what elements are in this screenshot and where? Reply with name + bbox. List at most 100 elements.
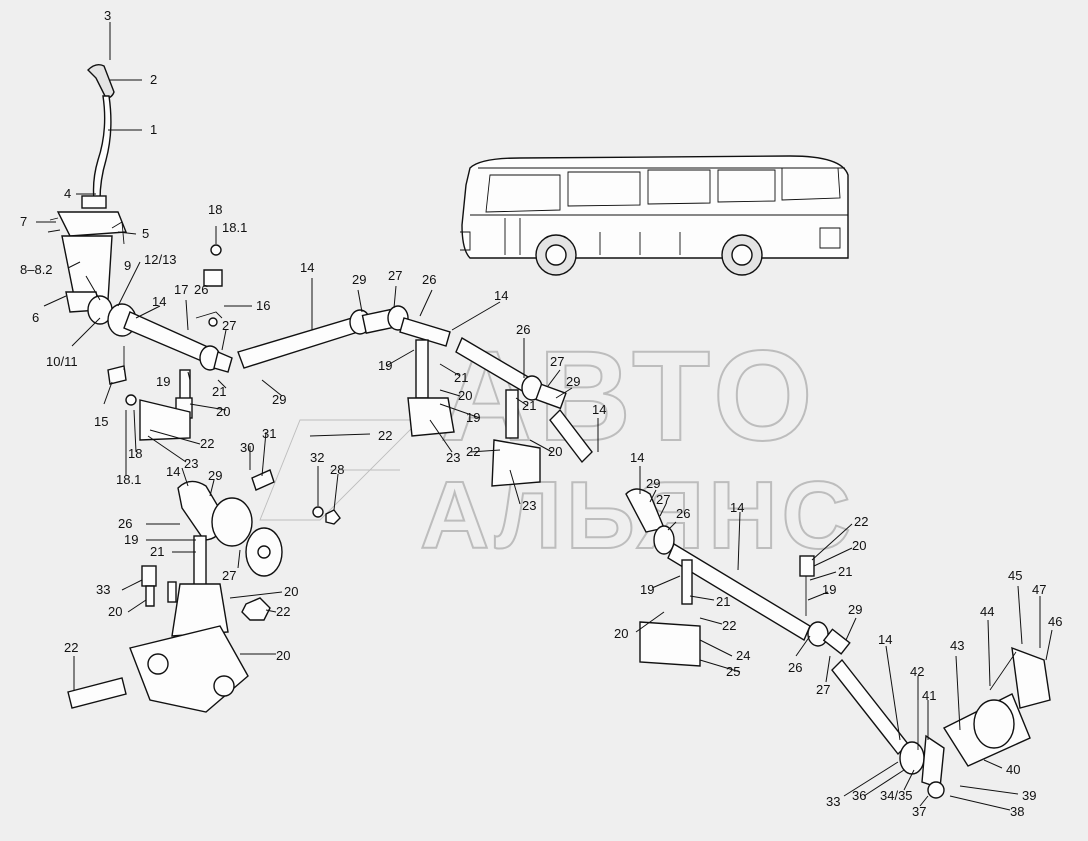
callout-l43: 22 [378,428,392,443]
callout-l65: 27 [656,492,670,507]
callout-l51: 32 [310,450,324,465]
callout-l5: 7 [20,214,27,229]
leader-lines [36,22,1053,811]
callout-l18: 27 [222,318,236,333]
callout-l95: 33 [826,794,840,809]
callout-l66: 26 [676,506,690,521]
callout-l72: 19 [640,582,654,597]
callout-l4: 4 [64,186,71,201]
callout-l11: 14 [152,294,166,309]
callout-l86: 43 [950,638,964,653]
callout-l10: 6 [32,310,39,325]
callout-l46: 20 [548,444,562,459]
callout-l15: 18 [208,202,222,217]
callout-l76: 24 [736,648,750,663]
callout-l58: 33 [96,582,110,597]
callout-l70: 21 [838,564,852,579]
bus-illustration [460,155,849,276]
mount-bracket-1 [125,369,193,441]
callout-l85: 46 [1048,614,1062,629]
front-shaft-section [87,244,233,385]
callout-l42: 19 [466,410,480,425]
callout-l7: 8–8.2 [20,262,53,277]
callout-l52: 28 [330,462,344,477]
callout-l25: 27 [550,354,564,369]
callout-l77: 25 [726,664,740,679]
callout-l54: 19 [124,532,138,547]
callout-l8: 9 [124,258,131,273]
watermark-line2: АЛЬЯНС [420,462,855,569]
middle-shaft-section [237,305,455,437]
callout-l28: 15 [94,414,108,429]
callout-l83: 47 [1032,582,1046,597]
callout-l69: 20 [852,538,866,553]
callout-l82: 45 [1008,568,1022,583]
callout-l6: 5 [142,226,149,241]
callout-l53: 26 [118,516,132,531]
gear-lever-assembly [47,63,128,313]
callout-l55: 21 [150,544,164,559]
callout-l88: 41 [922,688,936,703]
callout-l49: 14 [166,464,180,479]
callout-l67: 14 [730,500,744,515]
callout-l44: 23 [446,450,460,465]
callout-l22: 26 [422,272,436,287]
callout-l2: 2 [150,72,157,87]
callout-l1: 3 [104,8,111,23]
callout-l75: 22 [722,618,736,633]
callout-l62: 22 [64,640,78,655]
callout-l27: 14 [592,402,606,417]
callout-l37: 30 [240,440,254,455]
callout-l48: 23 [522,498,536,513]
callout-l81: 14 [878,632,892,647]
callout-l47: 22 [466,444,480,459]
callout-l92: 37 [912,804,926,819]
callout-l9: 12/13 [144,252,177,267]
callout-l35: 22 [200,436,214,451]
callout-l32: 29 [272,392,286,407]
callout-l61: 20 [276,648,290,663]
callout-l87: 42 [910,664,924,679]
callout-l20: 29 [352,272,366,287]
callout-l3: 1 [150,122,157,137]
callout-l16: 18.1 [222,220,247,235]
callout-l17: 10/11 [46,354,78,369]
callout-l93: 34/35 [880,788,913,803]
callout-l39: 19 [378,358,392,373]
callout-l24: 26 [516,322,530,337]
callout-l78: 26 [788,660,802,675]
callout-l73: 21 [716,594,730,609]
callout-l26: 29 [566,374,580,389]
callout-l84: 44 [980,604,994,619]
callout-l21: 27 [388,268,402,283]
lower-left-detail [67,469,341,713]
callout-l74: 20 [614,626,628,641]
callout-l31: 20 [216,404,230,419]
callout-l71: 19 [822,582,836,597]
callout-l19: 14 [300,260,314,275]
callout-l50: 29 [208,468,222,483]
callout-l68: 22 [854,514,868,529]
watermark-swoosh [259,419,422,521]
callout-l56: 27 [222,568,236,583]
rear-shaft-section [455,336,593,487]
callout-l59: 20 [108,604,122,619]
callout-l80: 27 [816,682,830,697]
callout-l38: 31 [262,426,276,441]
callout-l64: 29 [646,476,660,491]
callout-l30: 21 [212,384,226,399]
callout-l94: 36 [852,788,866,803]
callout-l13: 26 [194,282,208,297]
callout-l29: 19 [156,374,170,389]
callout-l36: 23 [184,456,198,471]
callout-l60: 22 [276,604,290,619]
callout-l45: 21 [522,398,536,413]
callout-l33: 18 [128,446,142,461]
callout-l41: 20 [458,388,472,403]
callout-l63: 14 [630,450,644,465]
lower-right-detail [625,488,1051,799]
callout-l79: 29 [848,602,862,617]
callout-l34: 18.1 [116,472,141,487]
callout-l14: 16 [256,298,270,313]
callout-l90: 39 [1022,788,1036,803]
